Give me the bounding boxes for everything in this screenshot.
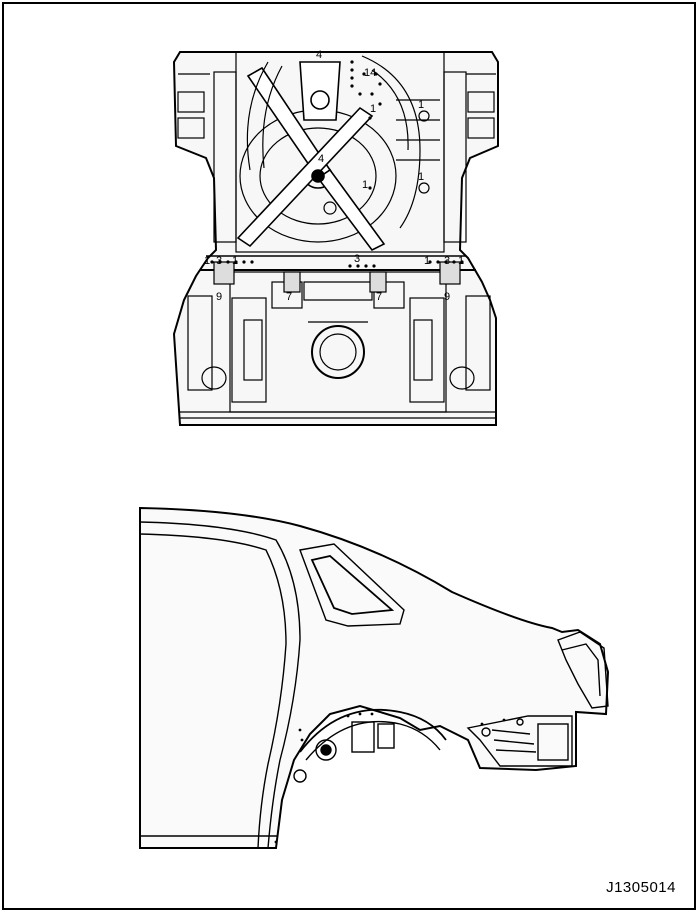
callout-label: 3 — [354, 253, 360, 265]
callout-label: 1 — [362, 179, 368, 191]
callout-label: 1 — [458, 255, 464, 267]
callout-label: 9 — [444, 291, 450, 303]
callout-label: 7 — [376, 291, 382, 303]
quarter-window — [310, 555, 395, 615]
callout-label: 14 — [364, 67, 376, 79]
figure-code: J1305014 — [606, 879, 676, 896]
weld-spots — [210, 60, 464, 268]
cross-brace — [236, 61, 386, 252]
floor-panel-top-view — [172, 51, 499, 426]
floor-outline — [172, 51, 499, 426]
drain-plug-recess — [311, 325, 365, 379]
callout-label: 9 — [216, 291, 222, 303]
callout-label: 1 — [232, 255, 238, 267]
side-weld-spots — [274, 712, 506, 844]
callout-label: 1 — [424, 255, 430, 267]
wheel-arch — [299, 708, 447, 753]
quarter-panel-outline — [139, 506, 610, 849]
callout-label: 4 — [318, 153, 324, 165]
callout-label: 3 — [216, 255, 222, 267]
tail-lamp-area — [557, 631, 609, 709]
callout-label: 1 — [418, 99, 424, 111]
callout-label: 1 — [418, 171, 424, 183]
callout-label: 1 — [204, 255, 210, 267]
callout-label: 4 — [316, 49, 322, 61]
quarter-panel-side-view — [139, 506, 610, 849]
callout-labels: 4 14 1 1 1 4 1 1 3 1 3 1 3 1 9 7 7 9 — [204, 49, 464, 303]
callout-label: 1 — [370, 103, 376, 115]
callout-label: 7 — [286, 291, 292, 303]
callout-label: 3 — [444, 255, 450, 267]
